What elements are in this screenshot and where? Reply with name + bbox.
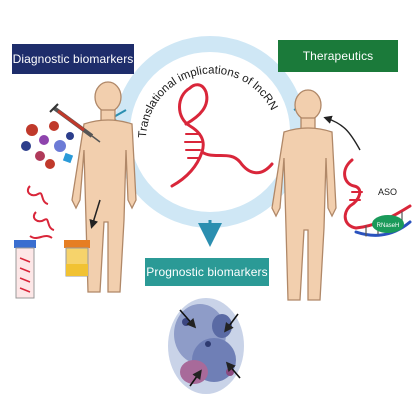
arrow-to-jar-icon: [89, 199, 101, 229]
rnaseh-label: RNaseH: [377, 223, 400, 229]
therapeutics-label: Therapeutics: [278, 40, 398, 72]
syringe-icon: [49, 103, 101, 143]
diagnostic-biomarkers-label: Diagnostic biomarkers: [12, 44, 134, 74]
tissue-section-image: [166, 294, 250, 398]
curved-arrow-icon: [323, 115, 361, 151]
aso-label: ASO: [378, 187, 397, 197]
small-lncrna-icon: [26, 185, 55, 239]
test-tube-icon: [14, 240, 36, 299]
human-figure-right: [271, 89, 337, 301]
sample-jar-icon: [64, 240, 90, 277]
rnaseh-icon: [372, 215, 404, 233]
lncrna-hairpin-icon: [170, 83, 274, 188]
prognostic-biomarkers-label: Prognostic biomarkers: [145, 258, 269, 286]
blood-cells-icon: [21, 121, 74, 169]
